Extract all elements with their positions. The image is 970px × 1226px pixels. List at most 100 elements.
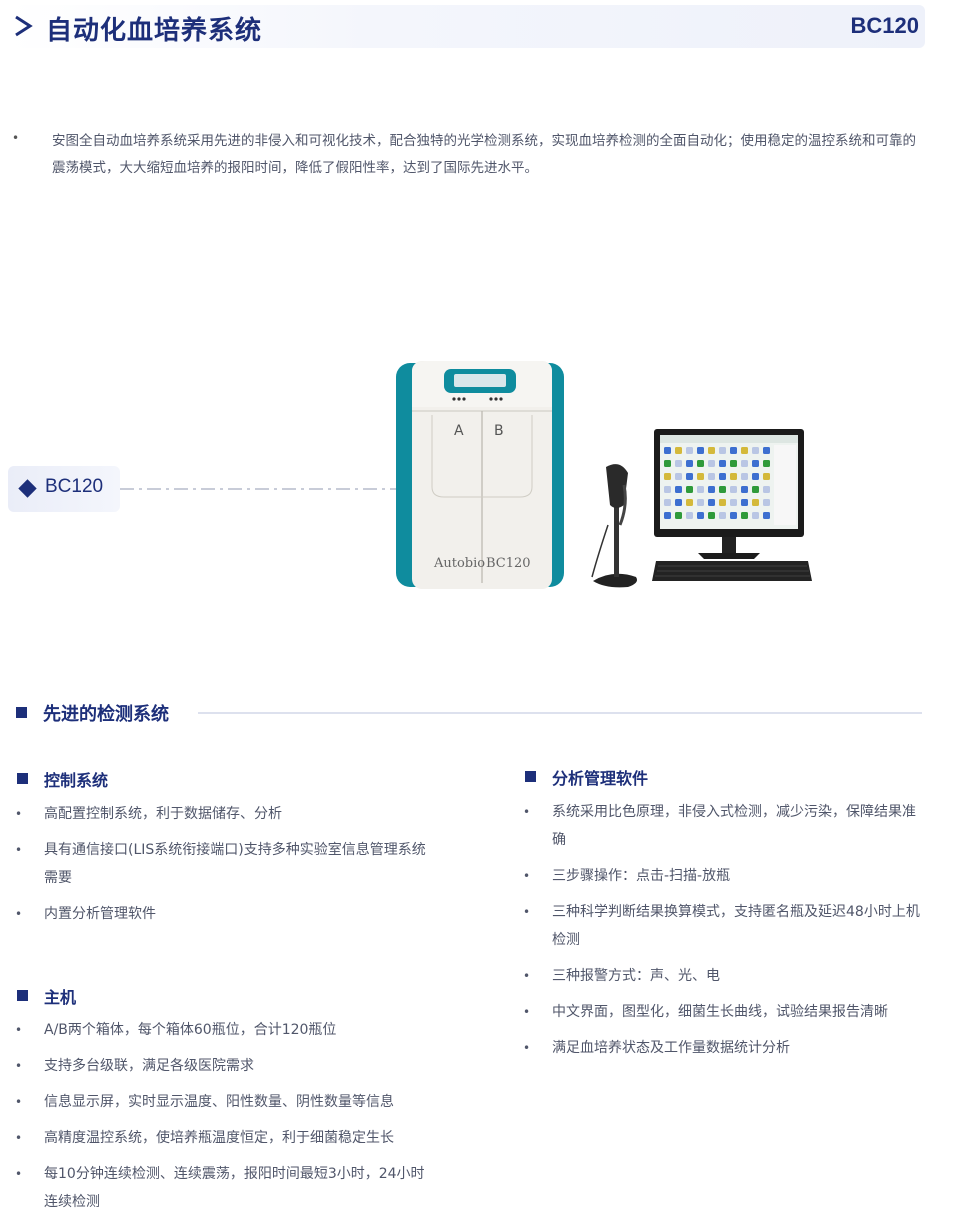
control-list: 高配置控制系统，利于数据储存、分析 具有通信接口(LIS系统衔接端口)支持多种实… bbox=[14, 800, 432, 936]
chevron-right-icon bbox=[15, 15, 33, 37]
bottle-well bbox=[664, 486, 671, 493]
bottle-well bbox=[730, 512, 737, 519]
svg-text:A: A bbox=[454, 423, 464, 439]
instrument-cabinet: A B Autobio BC120 bbox=[396, 361, 564, 589]
list-item: 中文界面，图型化，细菌生长曲线，试验结果报告清晰 bbox=[522, 998, 922, 1026]
bottle-well bbox=[730, 447, 737, 454]
bottle-well bbox=[752, 486, 759, 493]
bottle-well bbox=[763, 486, 770, 493]
bottle-well bbox=[664, 460, 671, 467]
bottle-well bbox=[741, 447, 748, 454]
page-title: 自动化血培养系统 bbox=[46, 16, 263, 46]
bottle-well bbox=[675, 499, 682, 506]
svg-text:Autobio: Autobio bbox=[433, 556, 485, 571]
bottle-well bbox=[697, 499, 704, 506]
bottle-well bbox=[752, 473, 759, 480]
bottle-well bbox=[730, 486, 737, 493]
product-image: A B Autobio BC120 bbox=[396, 361, 812, 589]
connector-line bbox=[120, 488, 398, 490]
svg-text:BC120: BC120 bbox=[486, 556, 531, 571]
section-heading: 先进的检测系统 bbox=[14, 700, 922, 726]
diamond-icon bbox=[18, 479, 37, 498]
list-item: 满足血培养状态及工作量数据统计分析 bbox=[522, 1034, 922, 1062]
bottle-well bbox=[664, 499, 671, 506]
list-item: 内置分析管理软件 bbox=[14, 900, 432, 928]
bottle-well bbox=[752, 499, 759, 506]
bottle-well bbox=[675, 447, 682, 454]
bottle-well bbox=[686, 447, 693, 454]
bottle-well bbox=[763, 473, 770, 480]
bottle-well bbox=[741, 460, 748, 467]
bottle-well bbox=[752, 512, 759, 519]
product-tag: BC120 bbox=[8, 466, 120, 512]
list-item: 高配置控制系统，利于数据储存、分析 bbox=[14, 800, 432, 828]
bullet-icon: • bbox=[12, 131, 20, 145]
list-item: 每10分钟连续检测、连续震荡，报阳时间最短3小时，24小时连续检测 bbox=[14, 1160, 432, 1216]
bottle-well bbox=[763, 447, 770, 454]
host-title: 主机 bbox=[44, 988, 77, 1007]
bottle-well bbox=[741, 486, 748, 493]
bottle-well bbox=[752, 447, 759, 454]
bottle-well bbox=[675, 473, 682, 480]
bottle-well bbox=[686, 499, 693, 506]
list-item: 系统采用比色原理，非侵入式检测，减少污染，保障结果准确 bbox=[522, 798, 922, 854]
section-title: 先进的检测系统 bbox=[43, 704, 169, 725]
list-item: 支持多台级联，满足各级医院需求 bbox=[14, 1052, 432, 1080]
bottle-well bbox=[708, 512, 715, 519]
bottle-well bbox=[719, 499, 726, 506]
bottle-well bbox=[708, 473, 715, 480]
bottle-well bbox=[708, 486, 715, 493]
bottle-well bbox=[664, 447, 671, 454]
bottle-well bbox=[697, 512, 704, 519]
software-title: 分析管理软件 bbox=[552, 769, 649, 788]
list-item: 高精度温控系统，使培养瓶温度恒定，利于细菌稳定生长 bbox=[14, 1124, 432, 1152]
bottle-well bbox=[763, 499, 770, 506]
bottle-well bbox=[719, 512, 726, 519]
list-item: 三步骤操作：点击-扫描-放瓶 bbox=[522, 862, 922, 890]
bottle-well bbox=[730, 473, 737, 480]
square-icon bbox=[17, 990, 28, 1001]
bottle-well bbox=[741, 512, 748, 519]
bottle-well bbox=[719, 460, 726, 467]
list-item: 具有通信接口(LIS系统衔接端口)支持多种实验室信息管理系统需要 bbox=[14, 836, 432, 892]
square-icon bbox=[17, 773, 28, 784]
bottle-well bbox=[664, 512, 671, 519]
bottle-well bbox=[719, 447, 726, 454]
svg-text:B: B bbox=[494, 423, 504, 439]
bottle-well bbox=[697, 447, 704, 454]
bottle-well bbox=[719, 473, 726, 480]
list-item: 三种报警方式：声、光、电 bbox=[522, 962, 922, 990]
bottle-well bbox=[697, 473, 704, 480]
bottle-well bbox=[708, 447, 715, 454]
bottle-well bbox=[730, 499, 737, 506]
software-list: 系统采用比色原理，非侵入式检测，减少污染，保障结果准确 三步骤操作：点击-扫描-… bbox=[522, 798, 922, 1070]
bottle-well bbox=[763, 460, 770, 467]
bottle-well bbox=[675, 486, 682, 493]
bottle-well bbox=[686, 512, 693, 519]
bottle-well bbox=[686, 473, 693, 480]
bottle-well bbox=[697, 486, 704, 493]
bottle-well bbox=[708, 460, 715, 467]
bottle-well bbox=[719, 486, 726, 493]
list-item: 信息显示屏，实时显示温度、阳性数量、阴性数量等信息 bbox=[14, 1088, 432, 1116]
section-rule bbox=[198, 712, 922, 714]
model-name: BC120 bbox=[850, 13, 919, 38]
header-banner: 自动化血培养系统 BC120 bbox=[8, 5, 925, 48]
intro-block: • 安图全自动血培养系统采用先进的非侵入和可视化技术，配合独特的光学检测系统，实… bbox=[12, 128, 922, 182]
intro-text: 安图全自动血培养系统采用先进的非侵入和可视化技术，配合独特的光学检测系统，实现血… bbox=[52, 133, 916, 176]
control-title: 控制系统 bbox=[44, 771, 109, 790]
keyboard bbox=[652, 561, 812, 581]
bottle-well bbox=[741, 499, 748, 506]
bottle-well bbox=[763, 512, 770, 519]
list-item: 三种科学判断结果换算模式，支持匿名瓶及延迟48小时上机检测 bbox=[522, 898, 922, 954]
bottle-well bbox=[752, 460, 759, 467]
barcode-scanner bbox=[591, 464, 637, 588]
list-item: A/B两个箱体，每个箱体60瓶位，合计120瓶位 bbox=[14, 1016, 432, 1044]
bottle-well bbox=[730, 460, 737, 467]
square-icon bbox=[525, 771, 536, 782]
square-icon bbox=[16, 707, 27, 718]
bottle-well bbox=[686, 486, 693, 493]
bottle-well bbox=[741, 473, 748, 480]
host-list: A/B两个箱体，每个箱体60瓶位，合计120瓶位 支持多台级联，满足各级医院需求… bbox=[14, 1016, 432, 1224]
product-tag-label: BC120 bbox=[45, 476, 104, 497]
